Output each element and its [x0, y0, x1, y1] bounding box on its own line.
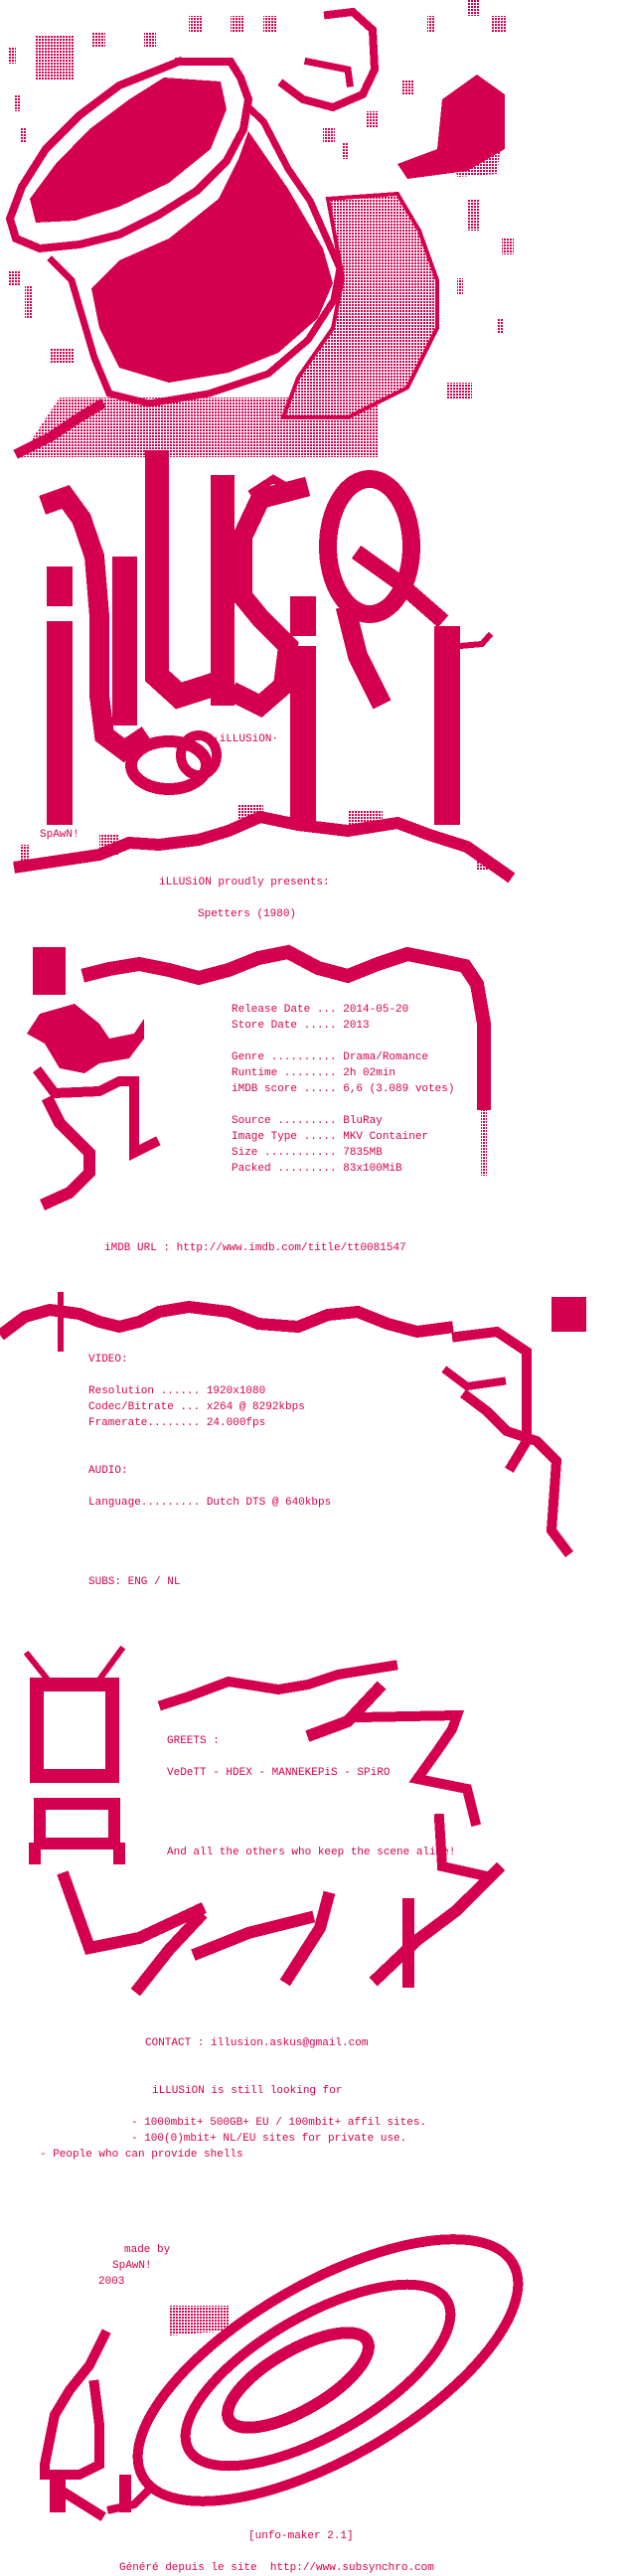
info-row-packed: Packed ......... 83x100MiB	[232, 1163, 402, 1175]
tech-frame-art	[0, 1292, 586, 1557]
recruit-item: - People who can provide shells	[40, 2149, 243, 2161]
video-heading: VIDEO:	[88, 1354, 128, 1366]
info-row-blank	[232, 1097, 454, 1113]
info-row-source: Source ......... BluRay	[232, 1115, 383, 1127]
made-by-artist: SpAwN!	[112, 2260, 152, 2272]
info-row-release-date: Release Date ... 2014-05-20	[232, 1004, 409, 1016]
info-row-genre: Genre .......... Drama/Romance	[232, 1051, 429, 1063]
presents-line: iLLUSiON proudly presents:	[159, 877, 330, 888]
bottom-swirl-art	[40, 2234, 524, 2521]
audio-language: Language......... Dutch DTS @ 640kbps	[88, 1497, 332, 1509]
release-frame-art	[27, 944, 491, 1210]
logo-tagline: ·iLLUSiON·	[213, 733, 279, 745]
made-by-label: made by	[124, 2244, 171, 2256]
release-title: Spetters (1980)	[198, 908, 297, 920]
recruit-item: - 1000mbit+ 500GB+ EU / 100mbit+ affil s…	[131, 2117, 427, 2129]
greets-closing: And all the others who keep the scene al…	[167, 1847, 456, 1858]
video-framerate: Framerate........ 24.000fps	[88, 1417, 266, 1429]
info-row-store-date: Store Date ..... 2013	[232, 1020, 370, 1032]
made-by-year: 2003	[98, 2276, 125, 2288]
subtitles: SUBS: ENG / NL	[88, 1576, 181, 1588]
info-row-runtime: Runtime ........ 2h 02min	[232, 1067, 396, 1079]
info-row-image-type: Image Type ..... MKV Container	[232, 1131, 429, 1143]
artist-signature: SpAwN!	[40, 829, 79, 841]
recruit-heading: iLLUSiON is still looking for	[152, 2085, 343, 2097]
greets-frame-art	[23, 1645, 506, 1997]
imdb-url: iMDB URL : http://www.imdb.com/title/tt0…	[104, 1242, 406, 1254]
generated-by-footer: Généré depuis le site http://www.subsync…	[119, 2562, 434, 2574]
video-resolution: Resolution ...... 1920x1080	[88, 1385, 266, 1397]
unfo-maker-version: [unfo-maker 2.1]	[248, 2530, 354, 2542]
greets-names: VeDeTT - HDEX - MANNEKEPiS - SPiRO	[167, 1767, 391, 1779]
illusion-logo-art	[13, 450, 516, 884]
audio-heading: AUDIO:	[88, 1465, 128, 1477]
contact-email: CONTACT : illusion.askus@gmail.com	[145, 2037, 369, 2049]
greets-heading: GREETS :	[167, 1735, 220, 1747]
hat-art	[5, 0, 514, 459]
video-codec: Codec/Bitrate ... x264 @ 8292kbps	[88, 1401, 305, 1413]
info-row-imdb-score: iMDB score ..... 6,6 (3.089 votes)	[232, 1083, 455, 1095]
recruit-item: - 100(0)mbit+ NL/EU sites for private us…	[131, 2133, 407, 2145]
info-row-size: Size ........... 7835MB	[232, 1147, 383, 1159]
info-row-blank	[232, 1034, 454, 1049]
